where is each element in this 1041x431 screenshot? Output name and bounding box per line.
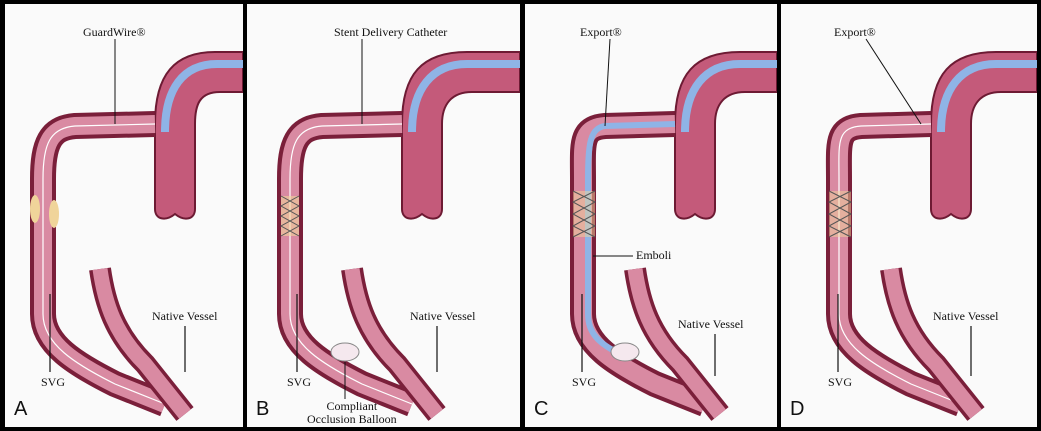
- panel-letter: D: [790, 398, 804, 421]
- balloon-label: Compliant Occlusion Balloon: [307, 400, 397, 426]
- stent-delivery-catheter-label: Stent Delivery Catheter: [334, 26, 447, 39]
- native-vessel-label: Native Vessel: [152, 310, 217, 323]
- panel-c: Export® Emboli Native Vessel SVG C: [525, 4, 777, 427]
- panel-a: GuardWire® Native Vessel SVG A: [5, 4, 243, 427]
- balloon-label-line2: Occlusion Balloon: [307, 413, 397, 426]
- svg-label: SVG: [828, 376, 852, 389]
- vessel-illustration: [525, 4, 777, 427]
- panel-b: Stent Delivery Catheter Native Vessel SV…: [247, 4, 520, 427]
- native-vessel-label: Native Vessel: [410, 310, 475, 323]
- panel-letter: A: [14, 398, 27, 421]
- guardwire-label: GuardWire®: [83, 26, 146, 39]
- svg-label: SVG: [287, 376, 311, 389]
- emboli-label: Emboli: [636, 249, 671, 262]
- vessel-illustration: [5, 4, 243, 427]
- export-label: Export®: [580, 26, 622, 39]
- panel-letter: B: [256, 398, 269, 421]
- panel-d: Export® Native Vessel SVG D: [781, 4, 1037, 427]
- vessel-illustration: [781, 4, 1037, 427]
- svg-label: SVG: [41, 376, 65, 389]
- export-label: Export®: [834, 26, 876, 39]
- native-vessel-label: Native Vessel: [933, 310, 998, 323]
- native-vessel-label: Native Vessel: [678, 318, 743, 331]
- vessel-illustration: [247, 4, 520, 427]
- panel-letter: C: [534, 398, 548, 421]
- svg-label: SVG: [572, 376, 596, 389]
